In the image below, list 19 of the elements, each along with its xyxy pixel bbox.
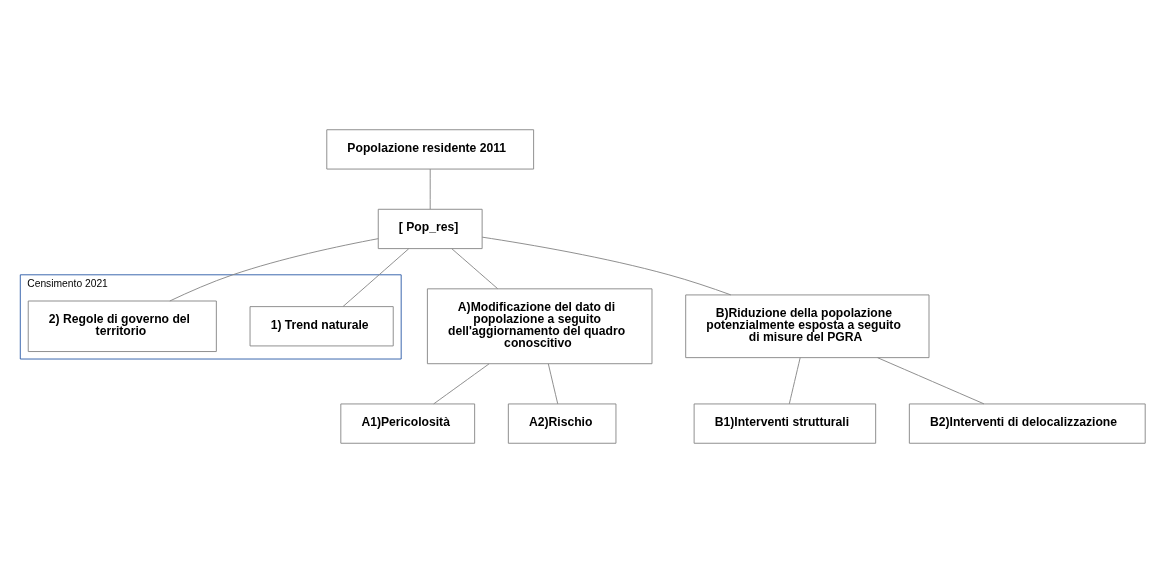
connector <box>451 248 499 290</box>
connector <box>429 168 431 210</box>
connector <box>342 248 410 307</box>
node-box: 2) Regole di governo del territorio <box>27 300 217 352</box>
connector <box>547 363 559 405</box>
node-box: Popolazione residente 2011 <box>326 129 535 170</box>
connector <box>169 238 379 302</box>
node-box: B1)Interventi strutturali <box>693 403 877 444</box>
node-box: A)Modificazione del dato di popolazione a seguito dell'aggiornamento del quadro conoscitivo <box>426 288 653 365</box>
node-box: 1) Trend naturale <box>249 306 394 347</box>
connector <box>788 357 801 405</box>
connector <box>433 363 490 405</box>
node-box: [ Pop_res] <box>377 208 483 250</box>
node-box: B)Riduzione della popolazione potenzialmente esposta a seguito di misure del PGRA <box>685 294 930 359</box>
node-box: A1)Pericolosità <box>340 403 476 444</box>
connector <box>877 357 985 405</box>
node-box: A2)Rischio <box>507 403 617 444</box>
connector <box>481 236 732 296</box>
node-box: B2)Interventi di delocalizzazione <box>908 403 1146 444</box>
